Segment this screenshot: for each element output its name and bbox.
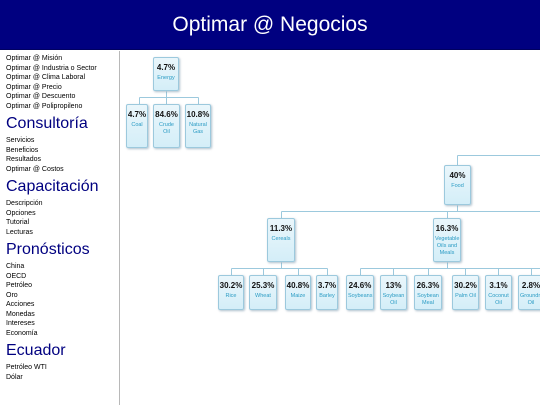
nav-link-mision[interactable]: Optimar @ Misión bbox=[6, 55, 63, 62]
nav-link-lecturas[interactable]: Lecturas bbox=[6, 228, 33, 236]
section-heading-consultoria: Consultoría bbox=[6, 115, 88, 132]
tree-connector-lines bbox=[139, 91, 540, 276]
node-food[interactable]: 40% Food bbox=[444, 165, 471, 205]
node-rice[interactable]: 30.2% Rice bbox=[218, 275, 244, 310]
nav-link-polipropileno[interactable]: Optimar @ Polipropileno bbox=[6, 102, 83, 110]
section-heading-ecuador: Ecuador bbox=[6, 342, 66, 359]
node-coal[interactable]: 4.7% Coal bbox=[126, 104, 148, 148]
nav-link-china[interactable]: China bbox=[6, 263, 25, 270]
nav-link-dolar[interactable]: Dólar bbox=[6, 373, 23, 381]
node-groundnut-oil[interactable]: 2.8% Groundnut Oil bbox=[518, 275, 540, 310]
section-heading-pronosticos: Pronósticos bbox=[6, 241, 90, 258]
nav-link-oecd[interactable]: OECD bbox=[6, 272, 27, 280]
nav-link-petroleo[interactable]: Petróleo bbox=[6, 282, 33, 289]
node-cereals[interactable]: 11.3% Cereals bbox=[267, 218, 295, 262]
nav-link-monedas[interactable]: Monedas bbox=[6, 310, 35, 318]
node-coconut-oil[interactable]: 3.1% Coconut Oil bbox=[485, 275, 512, 310]
node-soybean-meal[interactable]: 26.3% Soybean Meal bbox=[414, 275, 442, 310]
node-wheat[interactable]: 25.3% Wheat bbox=[249, 275, 277, 310]
node-energy[interactable]: 4.7% Energy bbox=[153, 57, 179, 91]
nav-link-beneficios[interactable]: Beneficios bbox=[6, 146, 39, 154]
node-crude-oil[interactable]: 84.6% Crude Oil bbox=[153, 104, 180, 148]
site-title: Optimar @ Negocios bbox=[172, 12, 368, 36]
nav-link-oro[interactable]: Oro bbox=[6, 291, 18, 299]
nav-link-servicios[interactable]: Servicios bbox=[6, 137, 35, 144]
node-soybeans[interactable]: 24.6% Soybeans bbox=[346, 275, 374, 310]
nav-link-clima-laboral[interactable]: Optimar @ Clima Laboral bbox=[6, 74, 86, 81]
node-soybean-oil[interactable]: 13% Soybean Oil bbox=[380, 275, 407, 310]
nav-link-industria[interactable]: Optimar @ Industria o Sector bbox=[6, 64, 97, 72]
nav-link-opciones[interactable]: Opciones bbox=[6, 209, 36, 217]
nav-link-intereses[interactable]: Intereses bbox=[6, 320, 35, 327]
node-maize[interactable]: 40.8% Maize bbox=[285, 275, 311, 310]
node-barley[interactable]: 3.7% Barley bbox=[316, 275, 338, 310]
nav-link-descuento[interactable]: Optimar @ Descuento bbox=[6, 93, 76, 100]
commodity-tree: 4.7% Energy 4.7% Coal 84.6% Crude Oil 10… bbox=[121, 51, 540, 405]
nav-link-economia[interactable]: Economía bbox=[6, 329, 38, 337]
nav-link-resultados[interactable]: Resultados bbox=[6, 156, 42, 163]
sidebar-nav: Optimar @ Misión Optimar @ Industria o S… bbox=[0, 51, 120, 405]
nav-link-precio[interactable]: Optimar @ Precio bbox=[6, 83, 62, 91]
nav-link-petroleo-wti[interactable]: Petróleo WTI bbox=[6, 364, 47, 371]
node-natural-gas[interactable]: 10.8% Natural Gas bbox=[185, 104, 211, 148]
node-vegetable-oils[interactable]: 16.3% Vegetable Oils and Meals bbox=[433, 218, 461, 262]
site-header: Optimar @ Negocios bbox=[0, 0, 540, 50]
nav-link-costos[interactable]: Optimar @ Costos bbox=[6, 165, 64, 173]
nav-link-descripcion[interactable]: Descripción bbox=[6, 200, 43, 207]
nav-link-acciones[interactable]: Acciones bbox=[6, 301, 35, 308]
section-heading-capacitacion: Capacitación bbox=[6, 178, 99, 195]
nav-link-tutorial[interactable]: Tutorial bbox=[6, 219, 30, 226]
node-palm-oil[interactable]: 30.2% Palm Oil bbox=[452, 275, 479, 310]
